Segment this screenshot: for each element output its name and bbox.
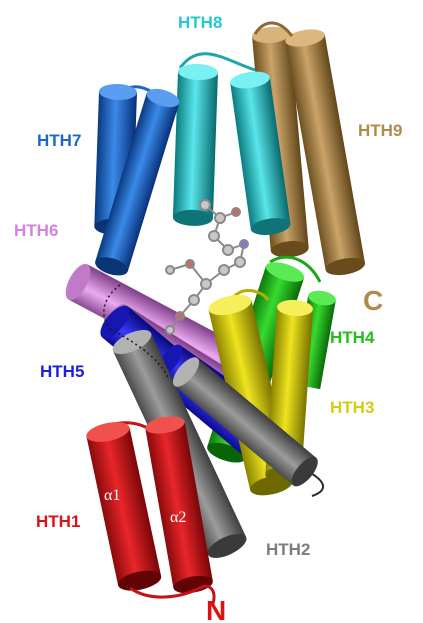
label-hth8: HTH8 — [178, 13, 222, 32]
label-hth1: HTH1 — [36, 512, 80, 531]
label-hth9: HTH9 — [358, 121, 402, 140]
label-alpha1: α1 — [104, 487, 120, 504]
hth7-helices — [93, 83, 182, 279]
label-hth7: HTH7 — [37, 131, 81, 150]
label-c-terminus: C — [363, 285, 383, 316]
label-hth3: HTH3 — [330, 398, 374, 417]
label-alpha2: α2 — [170, 509, 186, 526]
label-n-terminus: N — [206, 595, 226, 623]
label-hth4: HTH4 — [330, 328, 375, 347]
label-hth2: HTH2 — [266, 540, 310, 559]
label-hth5: HTH5 — [40, 362, 84, 381]
label-hth6: HTH6 — [14, 221, 58, 240]
